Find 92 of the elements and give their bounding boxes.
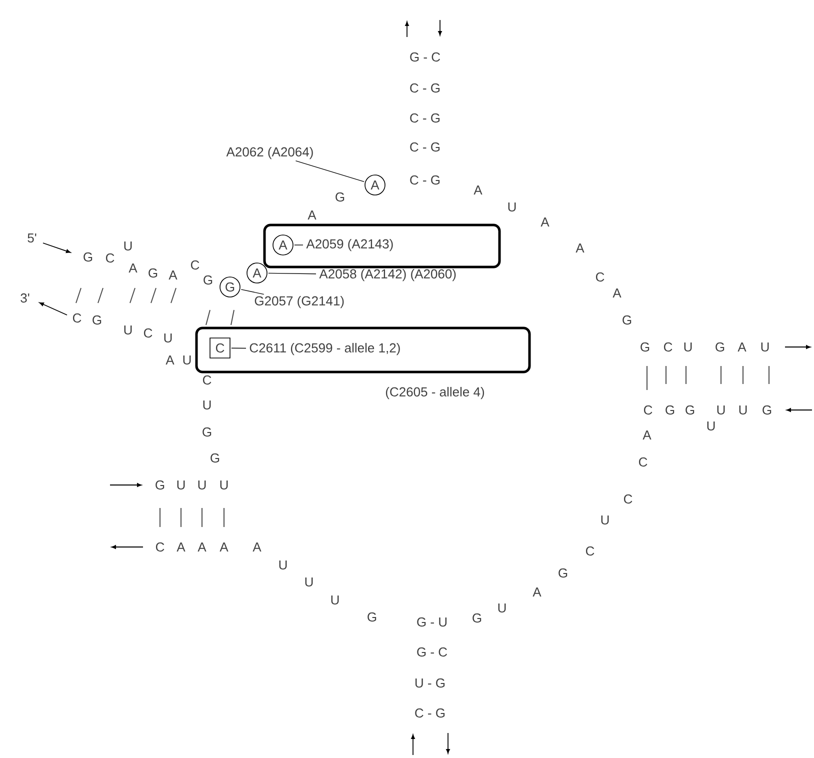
nucleotide-letter: A	[198, 542, 206, 552]
nucleotide-letter: U	[177, 480, 185, 490]
base-pair: C - G	[410, 175, 440, 185]
nucleotide-letter: A	[166, 356, 174, 364]
nucleotide-letter: C	[106, 253, 114, 263]
nucleotide-letter: C	[190, 260, 200, 270]
leader-line	[294, 244, 304, 246]
nucleotide-letter: U	[684, 342, 692, 352]
nucleotide-letter: U	[331, 595, 339, 605]
base-pair: G - C	[410, 52, 440, 62]
nucleotide-letter: A	[532, 588, 542, 596]
nucleotide-letter: G	[336, 192, 344, 202]
nucleotide-letter: A	[474, 186, 482, 194]
circled-nucleotide: A	[246, 262, 268, 284]
nucleotide-label: A2062 (A2064)	[226, 146, 313, 160]
nucleotide-label: A2058 (A2142) (A2060)	[319, 268, 456, 282]
nucleotide-letter: C	[638, 457, 648, 467]
base-pair: U - G	[415, 678, 445, 688]
nucleotide-letter: G	[622, 315, 632, 325]
nucleotide-letter: U	[220, 480, 228, 490]
nucleotide-letter: A	[128, 264, 138, 272]
leader-line	[231, 348, 246, 349]
nucleotide-letter: G	[762, 405, 772, 415]
nucleotide-letter: C	[202, 375, 212, 385]
nucleotide-letter: A	[168, 270, 178, 280]
nucleotide-letter: U	[203, 400, 211, 410]
nucleotide-letter: G	[148, 268, 158, 278]
nucleotide-letter: C	[596, 272, 604, 282]
nucleotide-letter: A	[540, 218, 550, 226]
base-pair: G - U	[417, 617, 447, 627]
nucleotide-letter: C	[664, 342, 672, 352]
base-pair: C - G	[415, 708, 445, 718]
leader-line	[240, 289, 264, 295]
circled-nucleotide: G	[220, 276, 240, 298]
circled-nucleotide: A	[364, 174, 386, 196]
nucleotide-letter: G	[368, 612, 376, 622]
base-pair: C - G	[410, 83, 440, 93]
nucleotide-letter: G	[156, 480, 164, 490]
nucleotide-label: G2057 (G2141)	[254, 296, 344, 308]
nucleotide-letter: U	[124, 241, 132, 251]
circled-nucleotide: A	[272, 234, 294, 256]
nucleotide-letter: A	[252, 542, 262, 552]
nucleotide-letter: U	[124, 325, 132, 335]
nucleotide-letter: G	[558, 568, 568, 578]
nucleotide-letter: C	[72, 313, 82, 323]
annotation-text: (C2605 - allele 4)	[386, 386, 484, 400]
nucleotide-letter: A	[220, 542, 228, 552]
nucleotide-letter: U	[164, 333, 172, 343]
strand-end-label: 3'	[20, 293, 30, 303]
nucleotide-letter: A	[612, 288, 622, 298]
nucleotide-letter: G	[472, 613, 482, 623]
nucleotide-label: C2611 (C2599 - allele 1,2)	[250, 342, 400, 356]
nucleotide-letter: C	[144, 328, 152, 338]
base-pair: C - G	[410, 142, 440, 152]
nucleotide-letter: G	[640, 342, 650, 352]
nucleotide-letter: G	[666, 405, 674, 415]
nucleotide-letter: G	[92, 315, 102, 325]
nucleotide-letter: G	[210, 453, 220, 463]
nucleotide-letter: A	[308, 210, 316, 220]
nucleotide-letter: U	[305, 577, 313, 587]
nucleotide-letter: A	[176, 542, 186, 552]
nucleotide-letter: U	[707, 421, 715, 431]
strand-end-label: 5'	[28, 233, 36, 243]
nucleotide-letter: U	[198, 480, 206, 490]
nucleotide-letter: U	[183, 355, 191, 365]
nucleotide-letter: A	[738, 342, 746, 352]
base-pair: C - G	[410, 113, 440, 123]
nucleotide-letter: U	[279, 560, 287, 570]
base-pair: G - C	[417, 647, 448, 657]
nucleotide-letter: U	[717, 405, 725, 415]
nucleotide-letter: U	[601, 515, 609, 525]
nucleotide-letter: C	[156, 542, 164, 552]
nucleotide-letter: C	[624, 494, 632, 504]
nucleotide-letter: U	[508, 202, 516, 212]
nucleotide-letter: G	[716, 342, 724, 352]
highlight-frame	[195, 326, 531, 374]
nucleotide-letter: G	[202, 427, 212, 437]
leader-line	[268, 272, 316, 274]
boxed-nucleotide: C	[210, 338, 230, 358]
leader-line	[295, 160, 364, 182]
nucleotide-letter: A	[642, 430, 652, 440]
nucleotide-letter: G	[204, 275, 212, 285]
nucleotide-letter: U	[498, 603, 506, 613]
nucleotide-letter: U	[761, 342, 769, 352]
nucleotide-letter: C	[644, 405, 652, 415]
highlight-frame	[263, 224, 501, 268]
nucleotide-letter: U	[739, 405, 747, 415]
nucleotide-letter: G	[686, 405, 694, 415]
nucleotide-letter: C	[586, 546, 594, 556]
nucleotide-letter: G	[84, 252, 92, 262]
nucleotide-label: A2059 (A2143)	[306, 238, 393, 252]
nucleotide-letter: A	[576, 244, 584, 252]
